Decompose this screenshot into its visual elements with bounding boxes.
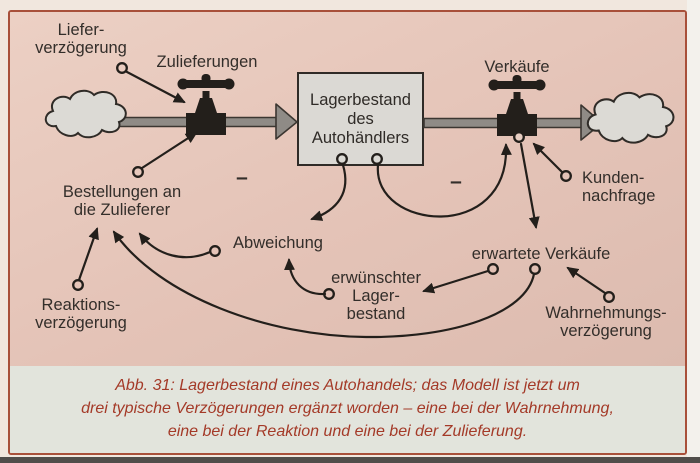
label-line: Bestellungen an — [62, 183, 182, 201]
connector-dot-bestellungen — [132, 166, 144, 178]
connector-dot-verkaeufe — [513, 131, 525, 143]
connector-dot-erwartete-left — [487, 263, 499, 275]
stock-box-lagerbestand: Lagerbestand des Autohändlers — [297, 72, 424, 166]
arrow-verkaeufe-to-erwartete-verkaeufe — [519, 142, 540, 229]
connector-dot-wahrnehmungsverzoegerung — [603, 291, 615, 303]
label-line: Wahrnehmungs- — [545, 304, 667, 322]
label-line: Liefer- — [57, 21, 105, 39]
caption-line: eine bei der Reaktion und eine bei der Z… — [167, 423, 528, 440]
label-reaktionsverzoegerung: Reaktions- verzögerung — [35, 296, 127, 332]
label-erwartete-verkaeufe: erwartete Verkäufe — [471, 245, 611, 263]
label-line: die Zulieferer — [73, 201, 171, 219]
connector-dot-erwuenschter-lagerbestand — [323, 288, 335, 300]
arrow-abweichung-to-bestellungen — [138, 232, 212, 259]
cloud-source-icon — [44, 89, 127, 139]
label-kundennachfrage: Kunden- nachfrage — [582, 169, 655, 205]
connector-dot-reaktionsverzoegerung — [72, 279, 84, 291]
label-line: erwünschter — [331, 269, 421, 287]
arrow-lagerbestand-to-abweichung — [310, 163, 347, 221]
arrow-erwartete-verkaeufe-to-erwuenschter-lagerbestand — [422, 269, 490, 294]
connector-dot-lagerbestand-left — [336, 153, 348, 165]
label-line: Kunden- — [582, 169, 645, 187]
label-line: Reaktions- — [41, 296, 121, 314]
caption-line: drei typische Verzögerungen ergänzt word… — [81, 400, 614, 417]
connector-dot-abweichung — [209, 245, 221, 257]
label-line: verzögerung — [35, 314, 127, 332]
label-line: nachfrage — [582, 187, 656, 205]
label-zulieferungen: Zulieferungen — [156, 53, 258, 71]
minus-sign-right: – — [450, 170, 462, 193]
cloud-sink-icon — [586, 91, 675, 144]
label-lieferverzoegerung: Liefer- verzögerung — [35, 21, 127, 57]
photo-bottom-edge — [0, 457, 700, 463]
arrow-kundennachfrage-to-verkaeufe — [532, 142, 564, 174]
arrow-erwuenschter-lagerbestand-to-abweichung — [283, 258, 327, 296]
label-abweichung: Abweichung — [233, 234, 323, 252]
figure-caption: Abb. 31: Lagerbestand eines Autohandels;… — [8, 374, 687, 443]
label-line: verzögerung — [560, 322, 652, 340]
arrow-reaktionsverzoegerung-to-bestellungen — [77, 227, 99, 282]
stock-box-line: des — [347, 109, 374, 128]
caption-line: Abb. 31: Lagerbestand eines Autohandels;… — [115, 377, 580, 394]
connector-dot-kundennachfrage — [560, 170, 572, 182]
diagram-panel-background — [10, 12, 685, 366]
valve-icon-zulieferungen — [177, 74, 235, 135]
label-line: verzögerung — [35, 39, 127, 57]
arrow-lagerbestand-to-verkaeufe — [376, 143, 512, 218]
arrow-wahrnehmungsverzoegerung-to-erwartete-verkaeufe — [566, 266, 607, 295]
arrow-erwartete-verkaeufe-to-bestellungen — [112, 230, 536, 339]
stock-box-line: Autohändlers — [311, 128, 410, 147]
connector-dot-lagerbestand-right — [371, 153, 383, 165]
label-verkaeufe: Verkäufe — [484, 58, 550, 76]
arrow-lieferverzoegerung-to-zulieferungen — [125, 70, 186, 104]
arrow-bestellungen-to-zulieferungen — [140, 131, 198, 170]
label-wahrnehmungsverzoegerung: Wahrnehmungs- verzögerung — [545, 304, 666, 340]
valve-icon-verkaeufe — [488, 75, 546, 136]
minus-sign-left: – — [236, 166, 248, 189]
label-line: Lager- — [352, 287, 400, 305]
connector-dot-erwartete-right — [529, 263, 541, 275]
figure-frame — [8, 10, 687, 455]
connector-dot-lieferverzoegerung — [116, 62, 128, 74]
label-line: bestand — [346, 305, 406, 323]
label-bestellungen: Bestellungen an die Zulieferer — [63, 183, 181, 219]
stock-box-line: Lagerbestand — [310, 90, 411, 109]
caption-band-background — [10, 366, 685, 453]
label-erwuenschter-lagerbestand: erwünschter Lager- bestand — [331, 269, 421, 323]
page-right-margin — [687, 0, 700, 463]
